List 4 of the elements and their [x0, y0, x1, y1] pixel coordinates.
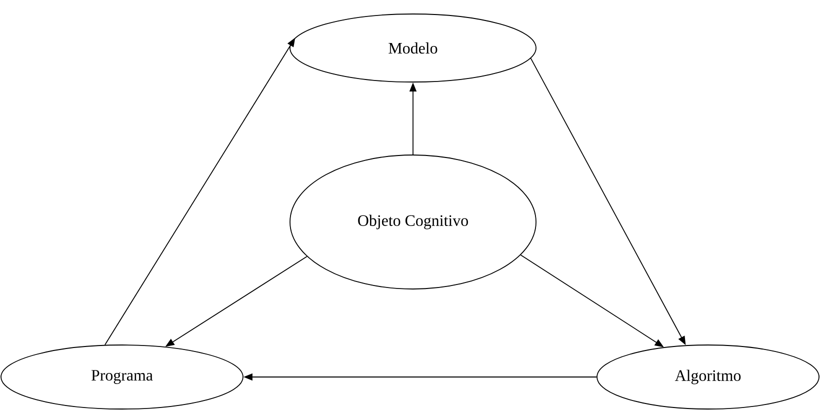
ellipse-node: Algoritmo: [596, 344, 820, 410]
ellipse-node: Modelo: [290, 14, 536, 82]
ellipse-node: Programa: [0, 344, 244, 410]
ellipse-node: Objeto Cognitivo: [290, 154, 536, 290]
